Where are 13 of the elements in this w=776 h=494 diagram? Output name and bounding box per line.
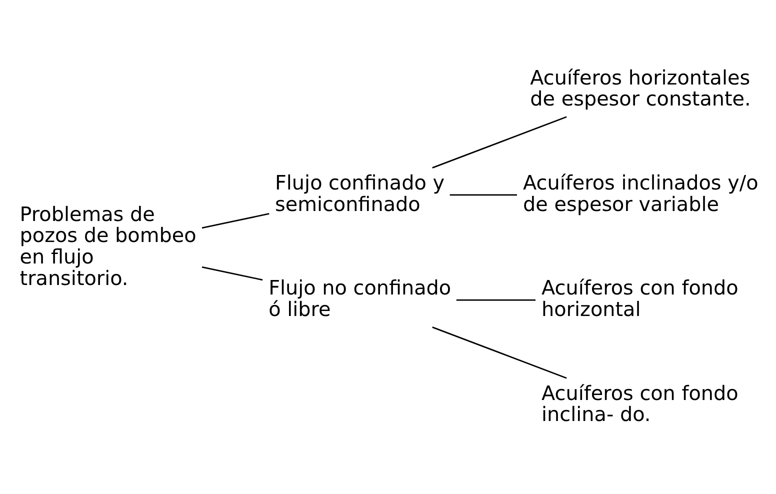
connector	[432, 116, 567, 168]
connector	[202, 212, 270, 228]
connector	[202, 266, 263, 280]
node-text: Acuíferos con fondo horizontal	[542, 276, 738, 321]
node-text: Flujo no confinado ó libre	[268, 276, 452, 321]
node-text: Acuíferos horizontales de espesor constante.	[530, 66, 751, 110]
node-text: Acuíferos inclinados y/o de espesor variable	[523, 170, 758, 216]
node-text: Acuíferos con fondo inclina- do.	[542, 381, 738, 426]
connector	[450, 194, 517, 196]
node-text: Problemas de pozos de bombeo en flujo transitorio.	[20, 202, 196, 290]
connector	[432, 326, 567, 378]
node-text: Flujo confinado y semiconfinado	[274, 170, 445, 216]
connector	[456, 298, 536, 300]
